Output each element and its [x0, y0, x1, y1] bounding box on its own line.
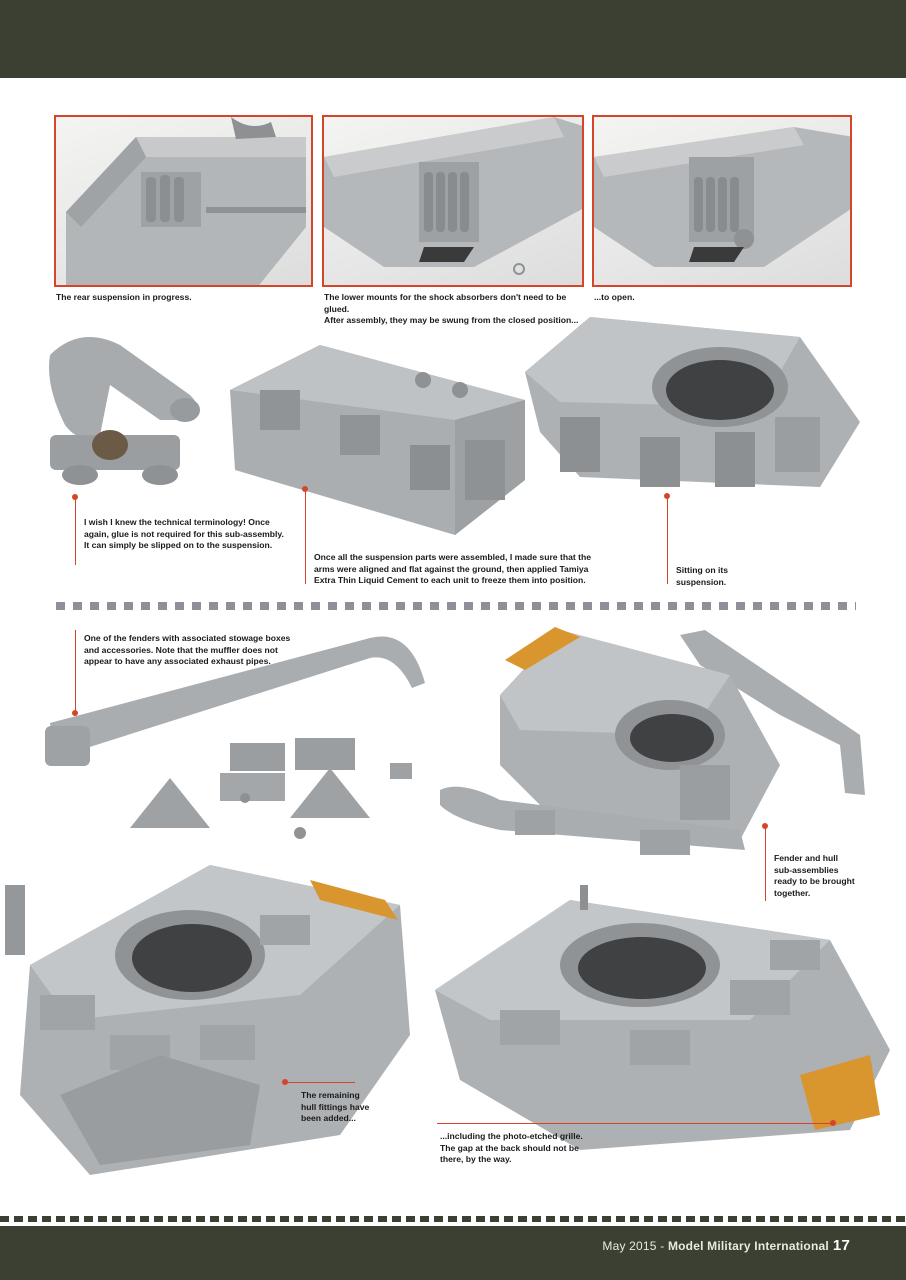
leader-dot-fenders — [72, 710, 78, 716]
completed-hull-model-right — [435, 885, 890, 1150]
suspension-arm-model — [49, 337, 200, 485]
caption-fender-hull: Fender and hull sub-assemblies ready to … — [774, 853, 855, 898]
leader-line-technical — [75, 497, 76, 565]
caption-lower-mounts: The lower mounts for the shock absorbers… — [324, 292, 579, 325]
caption-suspension-parts: Once all the suspension parts were assem… — [314, 552, 592, 585]
hull-and-fenders-model — [440, 627, 865, 855]
section-divider — [56, 602, 856, 610]
caption-sitting: Sitting on its suspension. — [676, 565, 729, 587]
caption-fenders: One of the fenders with associated stowa… — [84, 633, 291, 666]
leader-line-fenders — [75, 630, 76, 713]
photo-open-mounts — [592, 115, 852, 287]
leader-dot-photo-etched — [830, 1120, 836, 1126]
header-band — [0, 0, 906, 78]
footer-dash-border — [0, 1216, 906, 1222]
photo-lower-mounts — [322, 115, 584, 287]
fender-stowage-model — [45, 636, 425, 839]
leader-line-remaining — [285, 1082, 355, 1083]
leader-line-photo-etched — [437, 1123, 833, 1124]
page-number: 17 — [832, 1237, 850, 1254]
leader-line-suspension — [305, 489, 306, 584]
leader-line-fender-hull — [765, 826, 766, 901]
caption-remaining: The remaining hull fittings have been ad… — [301, 1090, 370, 1123]
hull-on-suspension-model — [525, 317, 860, 487]
leader-line-sitting — [667, 496, 668, 584]
caption-photo-etched: ...including the photo-etched grille. Th… — [440, 1131, 583, 1164]
hull-with-suspension-model — [230, 345, 525, 535]
footer-band — [0, 1226, 906, 1280]
caption-rear-suspension: The rear suspension in progress. — [56, 292, 192, 302]
completed-hull-model-left — [5, 865, 410, 1175]
leader-dot-remaining — [282, 1079, 288, 1085]
footer-magazine: Model Military International — [667, 1239, 829, 1253]
caption-technical-terminology: I wish I knew the technical terminology!… — [84, 517, 284, 550]
header-dash-border — [0, 72, 906, 78]
footer-date: May 2015 - — [602, 1239, 668, 1253]
photo-rear-suspension — [54, 115, 313, 287]
caption-to-open: ...to open. — [594, 292, 635, 302]
